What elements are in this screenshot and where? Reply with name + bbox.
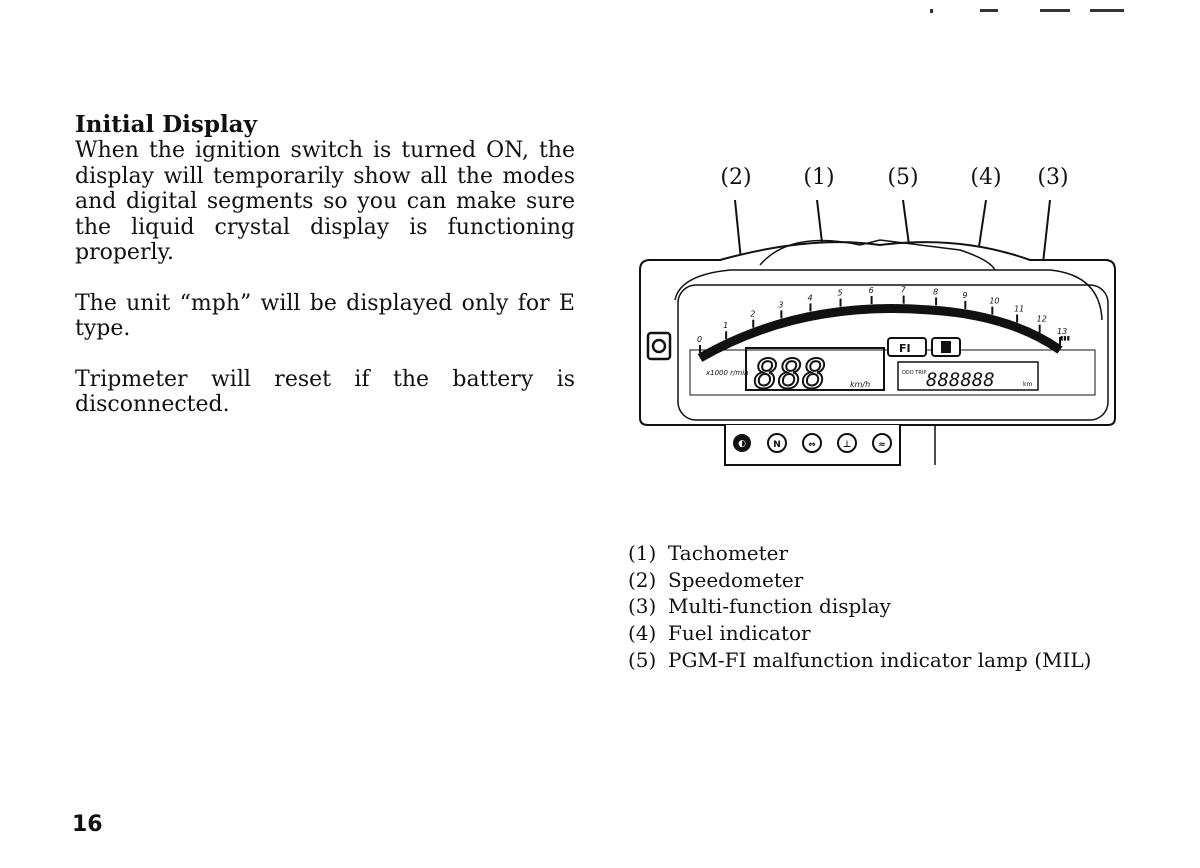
tachometer-bar	[697, 304, 1063, 362]
svg-text:⊥: ⊥	[843, 440, 851, 450]
fuel-pump-icon	[941, 341, 951, 353]
paragraph-ignition: When the ignition switch is turned ON, t…	[75, 138, 575, 265]
tach-number: 2	[750, 310, 755, 319]
display-frame	[677, 284, 1109, 421]
odo-prefix: ODO TRIP	[902, 370, 926, 376]
redline-zone: ▮▮▮	[1060, 335, 1070, 342]
tach-number: 1	[723, 321, 728, 330]
legend-item-multifunction: (3)Multi-function display	[628, 594, 891, 619]
tach-number: 8	[933, 287, 938, 296]
turn-signal-icon: ⇔	[802, 433, 822, 453]
tach-number: 5	[838, 289, 843, 298]
callout-multifunction: (3)	[1037, 165, 1069, 190]
callout-speedometer: (2)	[720, 165, 752, 190]
odo-unit: km	[1023, 381, 1032, 388]
odometer-lcd-frame	[897, 361, 1039, 391]
speed-unit: km/h	[850, 380, 870, 389]
speedometer-digits: 888	[754, 352, 826, 398]
legend-item-tachometer: (1)Tachometer	[628, 541, 789, 565]
svg-text:N: N	[773, 440, 781, 450]
callout-fuel: (4)	[970, 165, 1002, 190]
legend-item-fuel: (4)Fuel indicator	[628, 621, 811, 646]
paragraph-mph: The unit “mph” will be displayed only fo…	[75, 290, 575, 342]
callout-tachometer: (1)	[803, 165, 835, 190]
tach-number: 3	[778, 300, 783, 309]
svg-text:◐: ◐	[738, 439, 746, 449]
high-beam-icon: ◐	[733, 434, 751, 452]
housing-outline	[639, 241, 1116, 426]
tachometer-ticks	[699, 295, 1061, 353]
bezel-inner	[674, 269, 1103, 321]
paragraph-tripmeter: Tripmeter will reset if the battery is d…	[75, 366, 575, 418]
tach-number: 12	[1037, 315, 1047, 324]
section-title: Initial Display	[75, 111, 257, 138]
mode-button-icon	[651, 338, 667, 354]
page-number: 16	[72, 812, 103, 837]
tach-number: 6	[869, 286, 874, 295]
tach-number: 4	[807, 293, 812, 302]
page-edge-marks	[900, 0, 1160, 13]
tach-number: 7	[901, 286, 907, 295]
callout-mil: (5)	[887, 165, 919, 190]
neutral-icon: N	[767, 433, 787, 453]
tach-number: 11	[1014, 305, 1024, 314]
svg-text:⇔: ⇔	[808, 440, 816, 450]
legend-item-speedometer: (2)Speedometer	[628, 567, 804, 592]
mil-label: FI	[899, 342, 911, 355]
tach-unit-label: x1000 r/min	[705, 369, 749, 377]
legend-item-mil: (5)PGM-FI malfunction indicator lamp (MI…	[628, 647, 1092, 672]
tach-number: 0	[697, 335, 702, 344]
diagram-legend: (1)Tachometer (2)Speedometer (3)Multi-fu…	[628, 540, 1091, 674]
mode-button	[646, 331, 672, 361]
visor-line	[759, 239, 996, 271]
tach-number: 13	[1057, 327, 1067, 336]
initial-display-section: Initial Display When the ignition switch…	[75, 112, 575, 418]
tach-number: 9	[962, 291, 967, 300]
svg-text:≈: ≈	[878, 440, 886, 450]
mil-lamp	[887, 337, 927, 357]
tach-number: 10	[989, 297, 999, 306]
odometer-digits: 888888	[926, 369, 995, 391]
oil-pressure-icon: ⊥	[837, 433, 857, 453]
coolant-temp-icon: ≈	[872, 433, 892, 453]
speedometer-lcd-frame	[745, 347, 885, 391]
